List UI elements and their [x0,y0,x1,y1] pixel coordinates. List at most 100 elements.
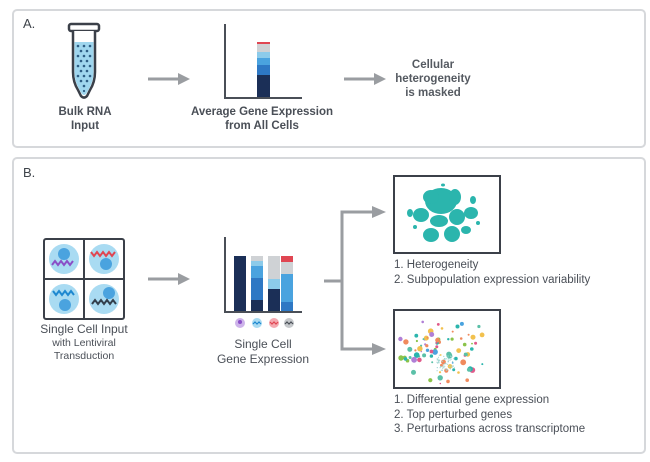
scatter-dot [425,348,430,352]
scatter-dot [436,359,438,361]
arrow-icon [148,273,190,285]
panel-a: A. [12,9,646,148]
scatter-dot [437,358,439,360]
scatter-dot [474,341,478,345]
test-tube-icon [67,22,101,99]
cell-grid-icon [43,238,125,320]
scatter-dot [447,360,449,362]
scatter-dot [445,369,448,371]
scatter-dot [443,358,445,361]
branch-arrow-icon [324,206,386,355]
scatter-dot [436,323,440,326]
scatter-dot [452,365,454,367]
heterogeneity-masked-caption: Cellular heterogeneity is masked [388,58,478,100]
outcome-bottom-item: 1. Differential gene expression [394,394,550,406]
scatter-dot [450,358,452,360]
scatter-dot [456,348,462,353]
scatter-dot [403,357,408,361]
scatter-dot [411,356,417,363]
scatter-dot [447,358,449,360]
bar-2-segment [251,256,263,261]
scatter-dot [450,355,452,357]
scatter-dot [452,368,456,372]
bar-2-segment [251,266,263,278]
outcome-bottom-item: 2. Top perturbed genes [394,408,513,421]
bar-2-segment [251,278,263,300]
scatter-dot [440,369,442,371]
single-cell-input-title: Single Cell Input [40,322,128,336]
bar-1-segment [234,256,246,311]
scatter-dot [448,365,450,367]
scatter-dot [449,368,451,370]
scatter-dot [466,367,472,372]
single-cell-expression-line1: Single Cell [234,337,292,351]
mini-cell-icon [284,318,294,328]
scatter-dot [477,324,481,329]
scatter-dot [447,356,449,358]
scatter-dot [463,352,467,356]
scatter-dot [422,353,427,358]
scatter-dot [442,366,444,368]
scatter-dot [417,357,422,363]
scatter-dot [459,337,463,340]
mini-cell-icon [252,318,262,328]
scatter-dot [407,346,413,352]
scatter-dot [429,332,435,337]
scatter-dot [422,338,425,341]
scatter-dot [435,345,439,349]
panel-b-label: B. [23,165,36,180]
scatter-dot [436,370,438,372]
scatter-dot [447,355,449,357]
bar-4-segment [281,262,293,274]
panel-b: B. [12,157,646,454]
scatter-dot [445,358,447,360]
bar-3-segment [268,279,280,289]
result-line3: is masked [405,87,461,99]
scatter-dot [457,371,460,374]
single-cell-expression-line2: Gene Expression [216,352,310,366]
scatter-dot [467,333,470,336]
scatter-dot [442,367,444,369]
scatter-dot [450,337,454,341]
scatter-dot [452,361,454,363]
bulk-rna-line1: Bulk RNA [58,106,112,118]
tsne-clusters-icon [393,175,501,254]
scatter-dot [440,327,444,330]
scatter-dot [425,344,429,348]
bar-2-segment [251,261,263,266]
cell-icon [89,244,119,274]
outcome-top-list: 1. Heterogeneity 2. Subpopulation expres… [394,258,590,287]
scatter-dot [455,324,460,329]
stacked-bar-icon [224,24,302,99]
scatter-dot [451,330,454,333]
panel-a-label: A. [23,16,36,31]
average-expression-line1: Average Gene Expression [190,106,334,118]
scatter-dot [438,354,440,356]
bar-4-segment [281,256,293,262]
scatter-dot [408,356,412,359]
scatter-dot [444,358,446,360]
scatter-dot [437,375,443,381]
average-expression-line2: from All Cells [225,120,299,132]
bar-4-segment [281,274,293,302]
scatter-dot [465,378,469,382]
bar-segment-blue [257,65,270,75]
scatter-dot [429,349,434,354]
scatter-dot [470,347,474,351]
scatter-dot [470,334,476,340]
scatter-dot [444,363,446,365]
scatter-dot [426,336,429,339]
scatter-dot [453,367,455,369]
bar-segment-light-blue [257,58,270,65]
scatter-dot [471,342,473,345]
bulk-rna-line2: Input [70,120,100,132]
mini-cell-icon [235,318,245,328]
scatter-dot [436,367,438,369]
scatter-dot [414,349,417,352]
scatter-dot [443,367,445,369]
scatter-dot [439,382,442,385]
scatter-dot [398,355,404,361]
scatter-dot [413,352,420,358]
result-line1: Cellular [411,59,455,71]
scatter-dot [442,364,444,366]
